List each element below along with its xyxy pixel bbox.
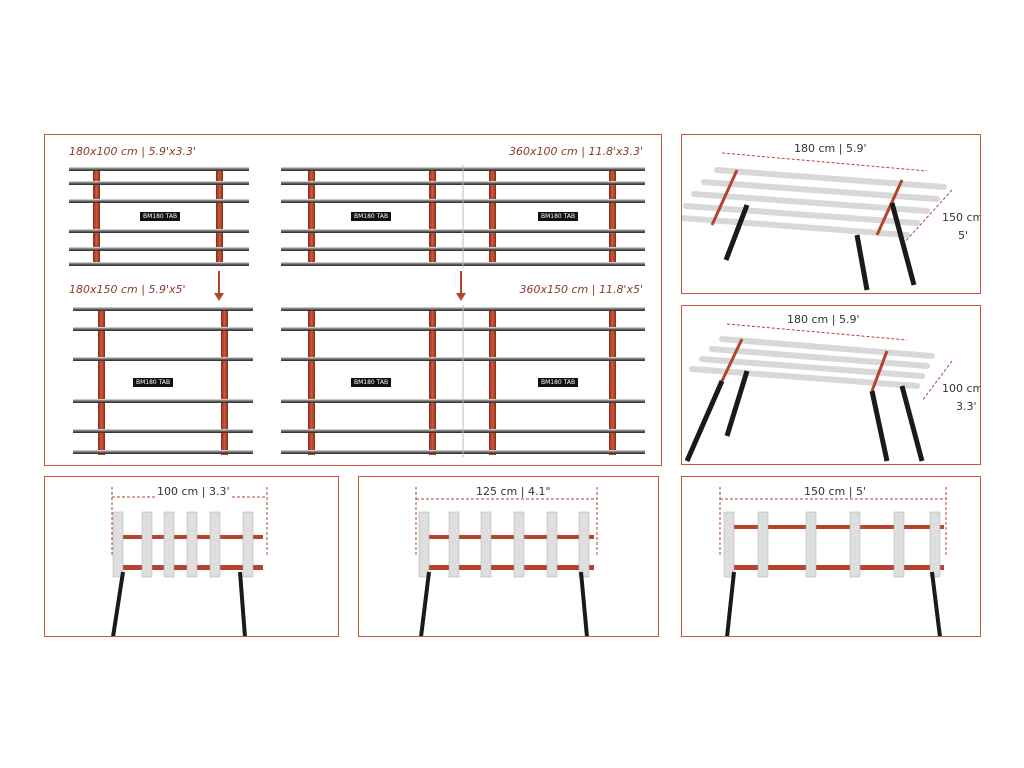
brand-badge: BM180 TAB	[140, 212, 181, 221]
perspective-100-panel: 180 cm | 5.9' 100 cm 3.3'	[681, 305, 981, 465]
table-180x150	[73, 307, 253, 455]
brand-badge: BM180 TAB	[351, 212, 392, 221]
width-label: 150 cm | 5'	[802, 485, 868, 498]
length-label: 180 cm | 5.9'	[792, 142, 869, 155]
perspective-150-panel: 180 cm | 5.9' 150 cm 5'	[681, 134, 981, 294]
brand-badge: BM180 TAB	[538, 378, 579, 387]
plan-view-drawing	[69, 165, 645, 457]
width-label: 125 cm | 4.1"	[474, 485, 553, 498]
arrow-down-right	[456, 271, 466, 301]
width-100-panel: 100 cm | 3.3'	[44, 476, 339, 637]
width-ft-label: 3.3'	[954, 400, 979, 413]
brand-badge: BM180 TAB	[538, 212, 579, 221]
width-125-panel: 125 cm | 4.1"	[358, 476, 659, 637]
width-125-drawing	[415, 487, 598, 636]
length-label: 180 cm | 5.9'	[785, 313, 862, 326]
label-360x150: 360x150 cm | 11.8'x5'	[519, 283, 643, 296]
width-100-drawing	[111, 487, 268, 636]
table-360x150	[281, 305, 645, 457]
perspective-150-drawing	[682, 152, 953, 291]
width-label: 100 cm | 3.3'	[155, 485, 232, 498]
width-150-panel: 150 cm | 5'	[681, 476, 981, 637]
width-cm-label: 100 cm	[940, 382, 980, 395]
width-150-drawing	[719, 487, 947, 636]
label-180x150: 180x150 cm | 5.9'x5'	[69, 283, 186, 296]
width-ft-label: 5'	[956, 229, 971, 242]
plan-view-panel: 180x100 cm | 5.9'x3.3' 360x100 cm | 11.8…	[44, 134, 662, 466]
table-360x100	[281, 165, 645, 268]
perspective-100-drawing	[684, 323, 953, 463]
brand-badge: BM180 TAB	[351, 378, 392, 387]
label-180x100: 180x100 cm | 5.9'x3.3'	[69, 145, 197, 158]
brand-badge: BM180 TAB	[133, 378, 174, 387]
width-cm-label: 150 cm	[940, 211, 980, 224]
label-360x100: 360x100 cm | 11.8'x3.3'	[508, 145, 643, 158]
table-180x100	[69, 167, 249, 266]
arrow-down-left	[214, 271, 224, 301]
